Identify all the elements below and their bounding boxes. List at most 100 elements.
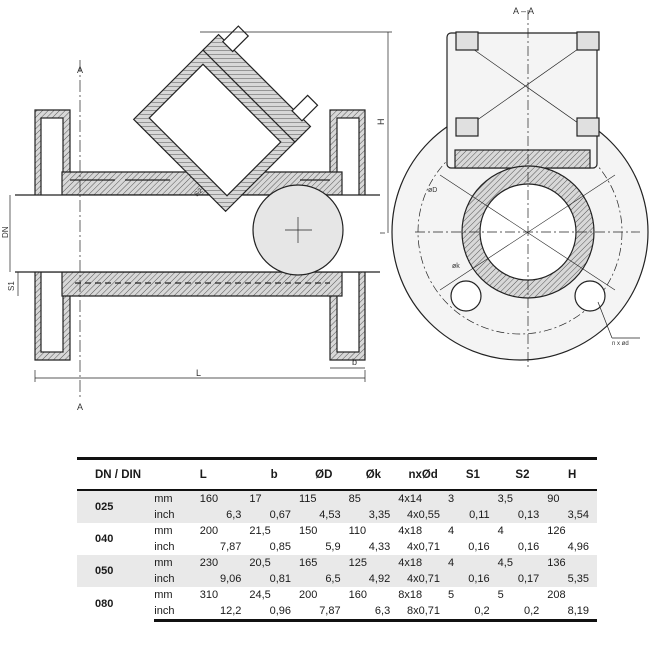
value-cell: 125 (348, 555, 399, 571)
value-cell: 3 (448, 490, 498, 507)
value-cell: 160 (348, 589, 367, 601)
value-cell: 20,5 (249, 555, 299, 571)
value-cell: 4x0,55 (398, 507, 449, 523)
header-nxd: nxØd (398, 457, 449, 491)
bolt-bottom-right (576, 117, 600, 137)
unit-cell: inch (154, 603, 200, 622)
value-cell: 6,5 (299, 571, 349, 587)
dn-cell: 050 (77, 555, 155, 587)
value-cell: 7,87 (299, 603, 349, 622)
value-cell: 3,54 (547, 507, 597, 523)
value-cell: 126 (547, 525, 566, 537)
value-cell: 4,92 (348, 571, 399, 587)
value-cell: 0,81 (249, 571, 299, 587)
dn-cell: 025 (77, 490, 155, 523)
value-cell: 208 (547, 589, 566, 601)
value-cell: 230 (199, 555, 250, 571)
value-cell: 160 (199, 490, 250, 507)
header-s1: S1 (448, 457, 498, 491)
unit-cell: mm (154, 525, 173, 537)
dim-label-nxd: n x ød (612, 341, 629, 347)
section-title: A – A (513, 6, 534, 16)
value-cell: 5,9 (325, 541, 341, 553)
value-cell: 0,13 (497, 507, 548, 523)
bolt-top-left (455, 31, 479, 51)
value-cell: 4x18 (398, 555, 449, 571)
header-b: b (249, 457, 299, 491)
value-cell: 12,2 (199, 603, 250, 622)
value-cell: 200 (299, 589, 318, 601)
header-l: L (199, 457, 250, 491)
dn-cell: 040 (95, 533, 114, 545)
body-bottom-wall (61, 271, 343, 297)
dim-label-d: øD (428, 187, 437, 194)
value-cell: 4x0,71 (398, 571, 449, 587)
section-mark-bottom: A (77, 402, 83, 412)
header-k: Øk (348, 457, 399, 491)
unit-cell: inch (154, 507, 200, 523)
side-view (9, 25, 392, 400)
header-dn: DN / DIN (77, 457, 155, 491)
dim-label-k: øk (452, 263, 460, 270)
value-cell: 0,16 (448, 571, 498, 587)
value-cell: 0,85 (269, 541, 291, 553)
value-cell: 7,87 (219, 541, 242, 553)
value-cell: 4x18 (398, 525, 423, 537)
value-cell: 3,35 (348, 507, 399, 523)
header-s2: S2 (497, 457, 548, 491)
header-h: H (547, 457, 597, 491)
value-cell: 110 (348, 525, 367, 537)
value-cell: 115 (299, 490, 349, 507)
value-cell: 4 (448, 555, 498, 571)
value-cell: 21,5 (249, 525, 271, 537)
value-cell: 0,67 (249, 507, 299, 523)
spec-table-header: DN / DIN L b ØD Øk nxØd S1 S2 H (77, 457, 597, 491)
value-cell: 0,17 (497, 571, 548, 587)
value-cell: 8x0,71 (398, 603, 449, 622)
value-cell: 17 (249, 490, 299, 507)
dim-label-h: H (376, 119, 386, 126)
value-cell: 8x18 (398, 589, 423, 601)
value-cell: 3,5 (497, 490, 548, 507)
unit-cell: mm (154, 555, 200, 571)
value-cell: 9,06 (199, 571, 250, 587)
table-row: inch 7,87 0,85 5,9 4,33 4x0,71 0,16 0,16 4,96 (77, 539, 597, 555)
value-cell: 0,2 (497, 603, 548, 622)
dn-cell: 080 (95, 597, 114, 610)
dim-label-s2: S2 (193, 187, 204, 198)
value-cell: 5 (497, 589, 504, 601)
value-cell: 0,11 (448, 507, 498, 523)
value-cell: 0,16 (468, 541, 490, 553)
value-cell: 4,53 (299, 507, 349, 523)
value-cell: 6,3 (348, 603, 399, 622)
value-cell: 6,3 (199, 507, 250, 523)
value-cell: 0,96 (249, 603, 299, 622)
value-cell: 4,96 (567, 541, 589, 553)
value-cell: 200 (199, 525, 219, 537)
header-d: ØD (299, 457, 349, 491)
value-cell: 150 (299, 525, 318, 537)
value-cell: 85 (348, 490, 399, 507)
value-cell: 4x0,71 (407, 541, 441, 553)
value-cell: 8,19 (547, 603, 597, 622)
value-cell: 4,33 (368, 541, 391, 553)
technical-drawing: H DN S1 S2 L b A A A – A øD øk n x ød (1, 6, 649, 412)
unit-cell: mm (154, 589, 173, 601)
dim-label-b: b (352, 357, 357, 367)
value-cell: 0,16 (517, 541, 540, 553)
value-cell: 4x14 (398, 490, 449, 507)
unit-cell: inch (154, 571, 200, 587)
value-cell: 310 (199, 589, 219, 601)
bolt-top-right (576, 31, 600, 51)
value-cell: 136 (547, 555, 597, 571)
value-cell: 4 (497, 525, 504, 537)
cover-tube (132, 25, 319, 213)
unit-cell: inch (154, 541, 175, 553)
